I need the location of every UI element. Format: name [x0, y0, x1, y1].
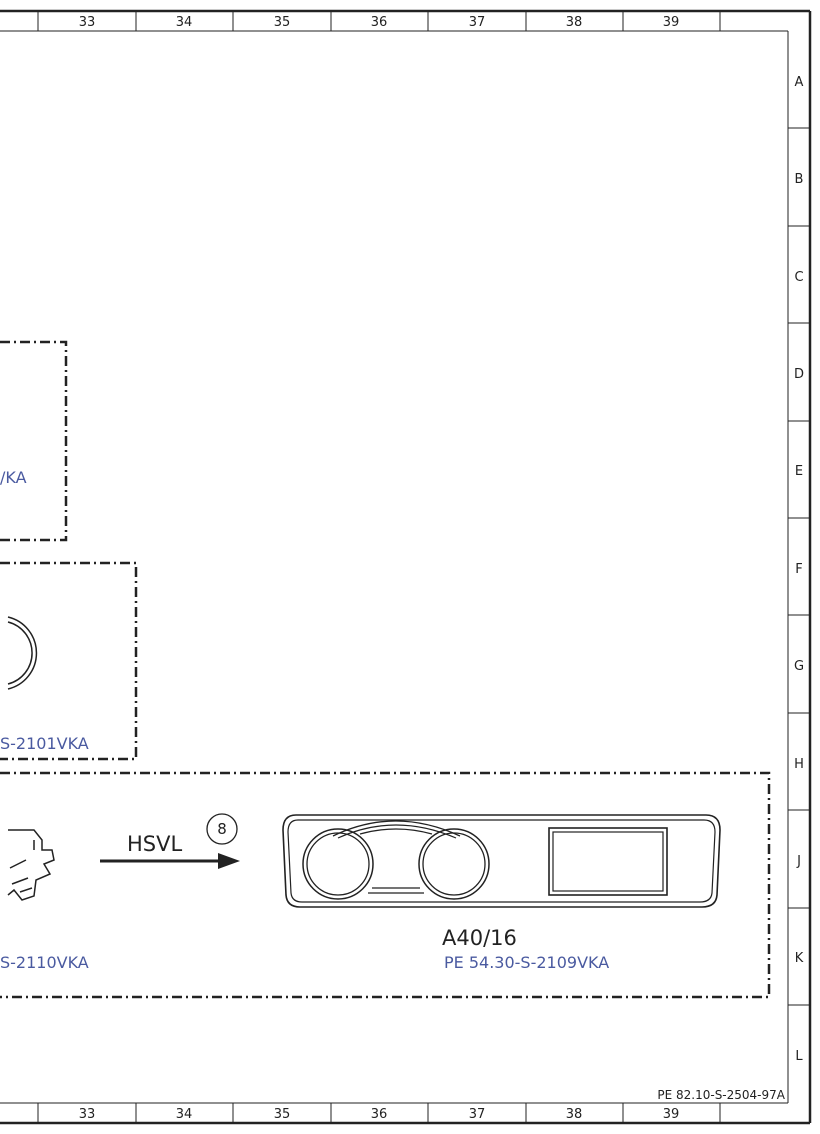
row-label: K [795, 951, 804, 966]
instrument-cluster-label: A40/16 [442, 926, 517, 950]
row-label: C [794, 270, 803, 285]
connector-number: 8 [217, 820, 227, 838]
instrument-cluster-reference: PE 54.30-S-2109VKA [444, 953, 609, 972]
lower-component-box: S-2110VKA HSVL 8 [0, 771, 771, 999]
col-label: 39 [663, 15, 680, 30]
col-label: 35 [274, 1107, 291, 1122]
row-label: B [795, 172, 804, 187]
col-label: 36 [371, 1107, 388, 1122]
col-label: 35 [274, 15, 291, 30]
middle-partial-component-box: S-2101VKA [0, 561, 138, 761]
row-label: E [795, 464, 803, 479]
col-label: 36 [371, 15, 388, 30]
row-label: D [794, 367, 804, 382]
middle-box-reference: S-2101VKA [0, 734, 89, 753]
col-label: 34 [176, 15, 193, 30]
row-label: J [796, 854, 801, 869]
row-dividers [788, 127, 810, 1006]
row-label: G [794, 659, 804, 674]
row-labels: A B C D E F G H J K L [794, 75, 804, 1064]
row-label: H [794, 757, 804, 772]
col-label: 38 [566, 1107, 583, 1122]
column-dividers [37, 11, 721, 1123]
column-labels-bottom: 33 34 35 36 37 38 39 [79, 1107, 680, 1122]
column-labels-top: 33 34 35 36 37 38 39 [79, 15, 680, 30]
instrument-cluster-icon [282, 814, 721, 908]
row-label: L [795, 1049, 803, 1064]
row-label: F [795, 562, 802, 577]
connector-number-badge: 8 [206, 813, 238, 845]
col-label: 38 [566, 15, 583, 30]
col-label: 37 [469, 1107, 486, 1122]
left-module-reference: S-2110VKA [0, 953, 89, 972]
upper-box-reference: /KA [0, 468, 27, 487]
col-label: 33 [79, 1107, 96, 1122]
document-reference: PE 82.10-S-2504-97A [657, 1088, 785, 1102]
upper-partial-component-box: /KA [0, 340, 68, 542]
col-label: 39 [663, 1107, 680, 1122]
sheet-frame [0, 9, 812, 1125]
col-label: 34 [176, 1107, 193, 1122]
signal-label: HSVL [127, 832, 182, 856]
signal-arrow [100, 853, 240, 869]
col-label: 33 [79, 15, 96, 30]
gauge-partial-icon [7, 616, 38, 690]
row-label: A [795, 75, 804, 90]
col-label: 37 [469, 15, 486, 30]
control-unit-partial-icon [7, 829, 55, 901]
